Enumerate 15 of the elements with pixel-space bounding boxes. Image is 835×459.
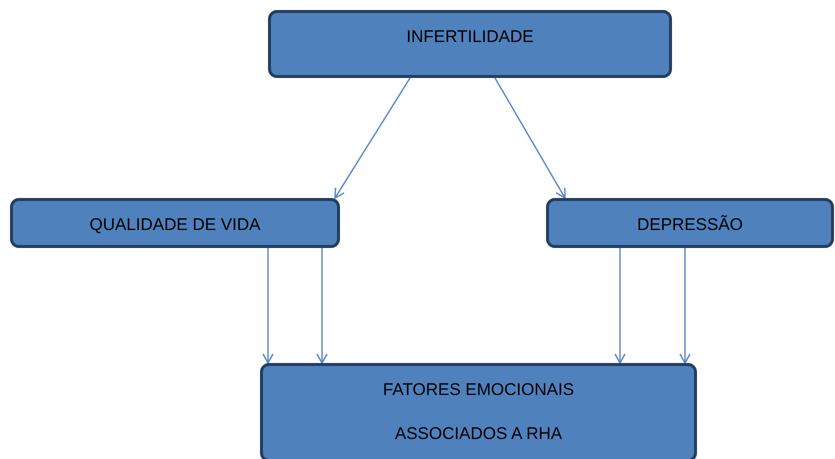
process-box bbox=[546, 198, 834, 248]
box-label: ASSOCIADOS A RHA bbox=[394, 424, 562, 444]
arrow bbox=[614, 248, 626, 364]
process-box bbox=[260, 363, 697, 459]
box-label: QUALIDADE DE VIDA bbox=[90, 215, 260, 235]
arrow bbox=[334, 78, 411, 199]
process-box bbox=[268, 10, 672, 78]
arrow bbox=[494, 78, 566, 199]
box-label: FATORES EMOCIONAIS bbox=[382, 380, 574, 400]
box-label: DEPRESSÃO bbox=[637, 215, 743, 235]
arrow bbox=[679, 248, 691, 364]
arrow bbox=[262, 248, 274, 364]
arrow bbox=[316, 248, 328, 364]
box-label: INFERTILIDADE bbox=[406, 27, 534, 47]
process-box bbox=[10, 198, 340, 248]
